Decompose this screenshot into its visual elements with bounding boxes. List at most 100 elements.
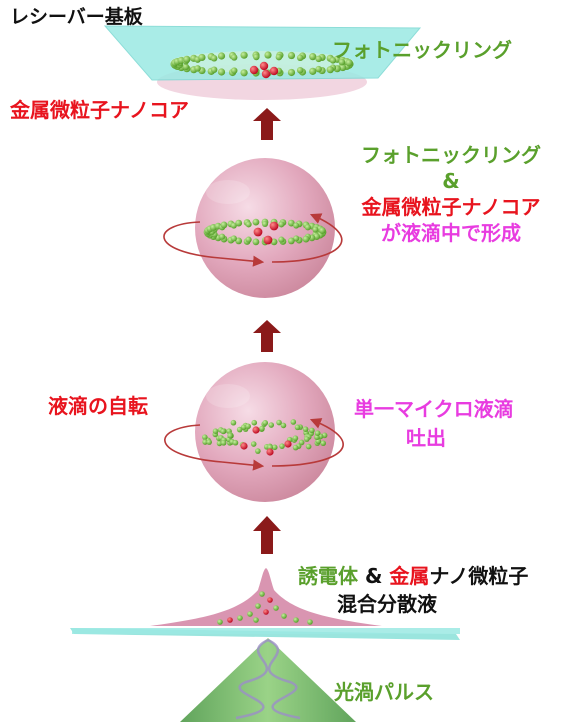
- dielectric-particle: [182, 63, 190, 71]
- dielectric-particle: [194, 65, 201, 72]
- metal-nanoparticle: [259, 61, 269, 71]
- metal-nanoparticle: [252, 426, 260, 434]
- label-metal-nanocore-center: 金属微粒子ナノコア: [361, 195, 541, 219]
- dielectric-particle: [240, 51, 248, 59]
- dielectric-particle: [293, 235, 300, 242]
- label-photonic-ring-top: フォトニックリング: [332, 38, 512, 62]
- label-metal: 金属: [389, 564, 430, 588]
- dielectric-particle: [292, 435, 299, 441]
- label-metal-nanocore-top: 金属微粒子ナノコア: [10, 98, 189, 122]
- metal-nanoparticle: [240, 442, 248, 450]
- dielectric-particle: [305, 443, 312, 450]
- photonic-ring-in-droplet: [203, 218, 327, 246]
- metal-nanoparticle: [266, 448, 274, 456]
- dielectric-particle: [220, 440, 227, 446]
- label-droplet-rotation: 液滴の自転: [48, 394, 148, 418]
- dielectric-particle: [278, 221, 285, 228]
- dielectric-particle: [339, 63, 347, 72]
- dielectric-particle: [202, 439, 208, 445]
- dielectric-particle: [247, 611, 253, 617]
- dielectric-particle: [251, 419, 258, 426]
- dielectric-particle: [245, 236, 252, 243]
- dielectric-particle: [278, 236, 285, 243]
- dispersed-particles-in-droplet: [202, 419, 328, 456]
- dielectric-particle: [252, 218, 260, 226]
- dielectric-particle: [237, 615, 243, 621]
- dielectric-particle: [245, 423, 251, 430]
- dielectric-particle: [252, 238, 260, 246]
- dielectric-particle: [326, 66, 334, 74]
- dielectric-particle: [230, 235, 237, 242]
- dielectric-particle: [230, 54, 238, 61]
- donor-substrate: [70, 628, 460, 640]
- dielectric-particle: [292, 444, 299, 451]
- dielectric-particle: [210, 55, 218, 62]
- dielectric-particle: [232, 439, 239, 446]
- label-formed-in-droplet: が液滴中で形成: [381, 221, 521, 245]
- metal-nanoparticle: [284, 440, 292, 448]
- label-dielectric: 誘電体: [298, 564, 358, 588]
- dielectric-particle: [261, 220, 269, 228]
- dielectric-particle: [303, 436, 310, 442]
- label-mixture-line2: 混合分散液: [337, 592, 437, 616]
- dielectric-particle: [312, 226, 319, 233]
- label-receiver-substrate: レシーバー基板: [10, 6, 143, 28]
- dielectric-particle: [276, 419, 282, 426]
- dielectric-particle: [268, 422, 275, 428]
- metal-nanocore-top: [249, 61, 279, 79]
- dielectric-particle: [293, 222, 300, 229]
- arrow-top: [253, 108, 281, 140]
- dielectric-particle: [236, 426, 243, 433]
- dielectric-particle: [240, 424, 247, 431]
- label-photonic-ring-center: フォトニックリング: [361, 143, 541, 167]
- metal-nanoparticle: [227, 617, 233, 623]
- dielectric-particle: [294, 424, 301, 431]
- dielectric-particle: [250, 441, 257, 447]
- dielectric-particle: [255, 603, 261, 609]
- dielectric-particle: [230, 222, 237, 229]
- dielectric-particle: [296, 66, 304, 74]
- dielectric-particle: [198, 53, 206, 62]
- dielectric-particle: [279, 443, 285, 449]
- dielectric-particle: [259, 425, 265, 432]
- jet-ejection: [150, 568, 382, 626]
- dielectric-particle: [309, 53, 317, 61]
- dielectric-particle: [307, 619, 313, 625]
- label-nanoparticle: ナノ微粒子: [429, 564, 529, 588]
- label-discharge: 吐出: [406, 426, 446, 450]
- dielectric-particle: [329, 57, 337, 64]
- dielectric-particle: [217, 619, 223, 625]
- dielectric-particle: [318, 227, 326, 234]
- label-mixture-line1: 誘電体 & 金属ナノ微粒子: [298, 566, 528, 586]
- dielectric-particle: [220, 221, 228, 229]
- dielectric-particle: [216, 440, 223, 447]
- dielectric-particle: [183, 55, 191, 63]
- dielectric-particle: [245, 221, 252, 228]
- metal-nanoparticle: [263, 235, 273, 245]
- dielectric-particle: [309, 427, 315, 434]
- dielectric-particle: [287, 68, 296, 77]
- dielectric-particle: [217, 68, 226, 76]
- dielectric-particle: [302, 235, 310, 243]
- metal-nanoparticle: [263, 609, 269, 615]
- dielectric-particle: [220, 428, 226, 435]
- dielectric-particle: [293, 617, 299, 623]
- metal-nanocore-in-droplet: [253, 221, 279, 245]
- dielectric-particle: [217, 52, 226, 60]
- dielectric-particle: [287, 219, 295, 227]
- dielectric-particle: [280, 422, 287, 429]
- dielectric-particle: [287, 237, 295, 245]
- metal-nanoparticle: [249, 65, 259, 75]
- dielectric-particle: [227, 432, 233, 439]
- dielectric-particle: [320, 440, 326, 447]
- dielectric-particle: [264, 51, 272, 59]
- dielectric-particle: [304, 224, 311, 231]
- droplet-upper: [195, 158, 335, 298]
- dielectric-particle: [202, 434, 208, 440]
- droplet-lower: [195, 362, 335, 502]
- arrow-bottom: [253, 516, 281, 554]
- optical-vortex-pulse-cone: [180, 638, 356, 722]
- rotation-arrow-lower: [164, 418, 344, 471]
- dielectric-particle: [230, 67, 238, 74]
